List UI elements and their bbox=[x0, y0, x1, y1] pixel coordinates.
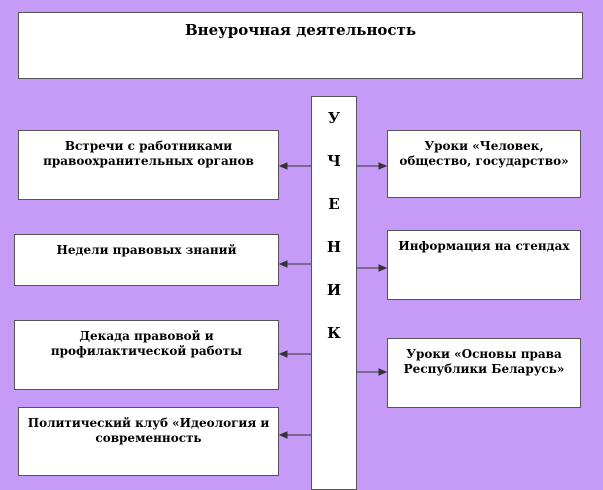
arrowhead-left-2 bbox=[278, 260, 288, 268]
left-box-2: Недели правовых знаний bbox=[14, 234, 279, 286]
arrowhead-left-4 bbox=[278, 431, 288, 439]
right-box-1-text: Уроки «Человек, общество, государство» bbox=[399, 139, 569, 168]
student-letter-2: Ч bbox=[327, 152, 341, 170]
student-letter-3: Е bbox=[328, 195, 340, 213]
arrowhead-left-3 bbox=[278, 350, 288, 358]
right-box-3: Уроки «Основы права Республики Беларусь» bbox=[387, 338, 581, 408]
student-letter-4: Н bbox=[326, 238, 342, 256]
title-box: Внеурочная деятельность bbox=[18, 12, 583, 79]
student-letter-6: К bbox=[327, 324, 341, 342]
student-letter-1: У bbox=[327, 109, 341, 127]
student-box: У Ч Е Н И К bbox=[311, 96, 357, 490]
right-box-2: Информация на стендах bbox=[387, 230, 581, 300]
arrowhead-right-1 bbox=[378, 162, 388, 170]
right-box-1: Уроки «Человек, общество, государство» bbox=[387, 130, 581, 198]
student-letter-5: И bbox=[326, 281, 342, 299]
left-box-1: Встречи с работниками правоохранительных… bbox=[18, 130, 279, 200]
right-box-3-text: Уроки «Основы права Республики Беларусь» bbox=[403, 347, 565, 376]
left-box-1-text: Встречи с работниками правоохранительных… bbox=[43, 139, 254, 168]
arrowhead-right-2 bbox=[378, 264, 388, 272]
left-box-3: Декада правовой и профилактической работ… bbox=[14, 320, 279, 390]
left-box-4-text: Политический клуб «Идеология и современн… bbox=[27, 416, 270, 445]
left-box-2-text: Недели правовых знаний bbox=[56, 243, 237, 257]
arrowhead-right-3 bbox=[378, 368, 388, 376]
left-box-4: Политический клуб «Идеология и современн… bbox=[18, 407, 279, 476]
right-box-2-text: Информация на стендах bbox=[398, 239, 570, 253]
left-box-3-text: Декада правовой и профилактической работ… bbox=[50, 329, 243, 358]
arrowhead-left-1 bbox=[278, 162, 288, 170]
title-text: Внеурочная деятельность bbox=[184, 21, 417, 39]
